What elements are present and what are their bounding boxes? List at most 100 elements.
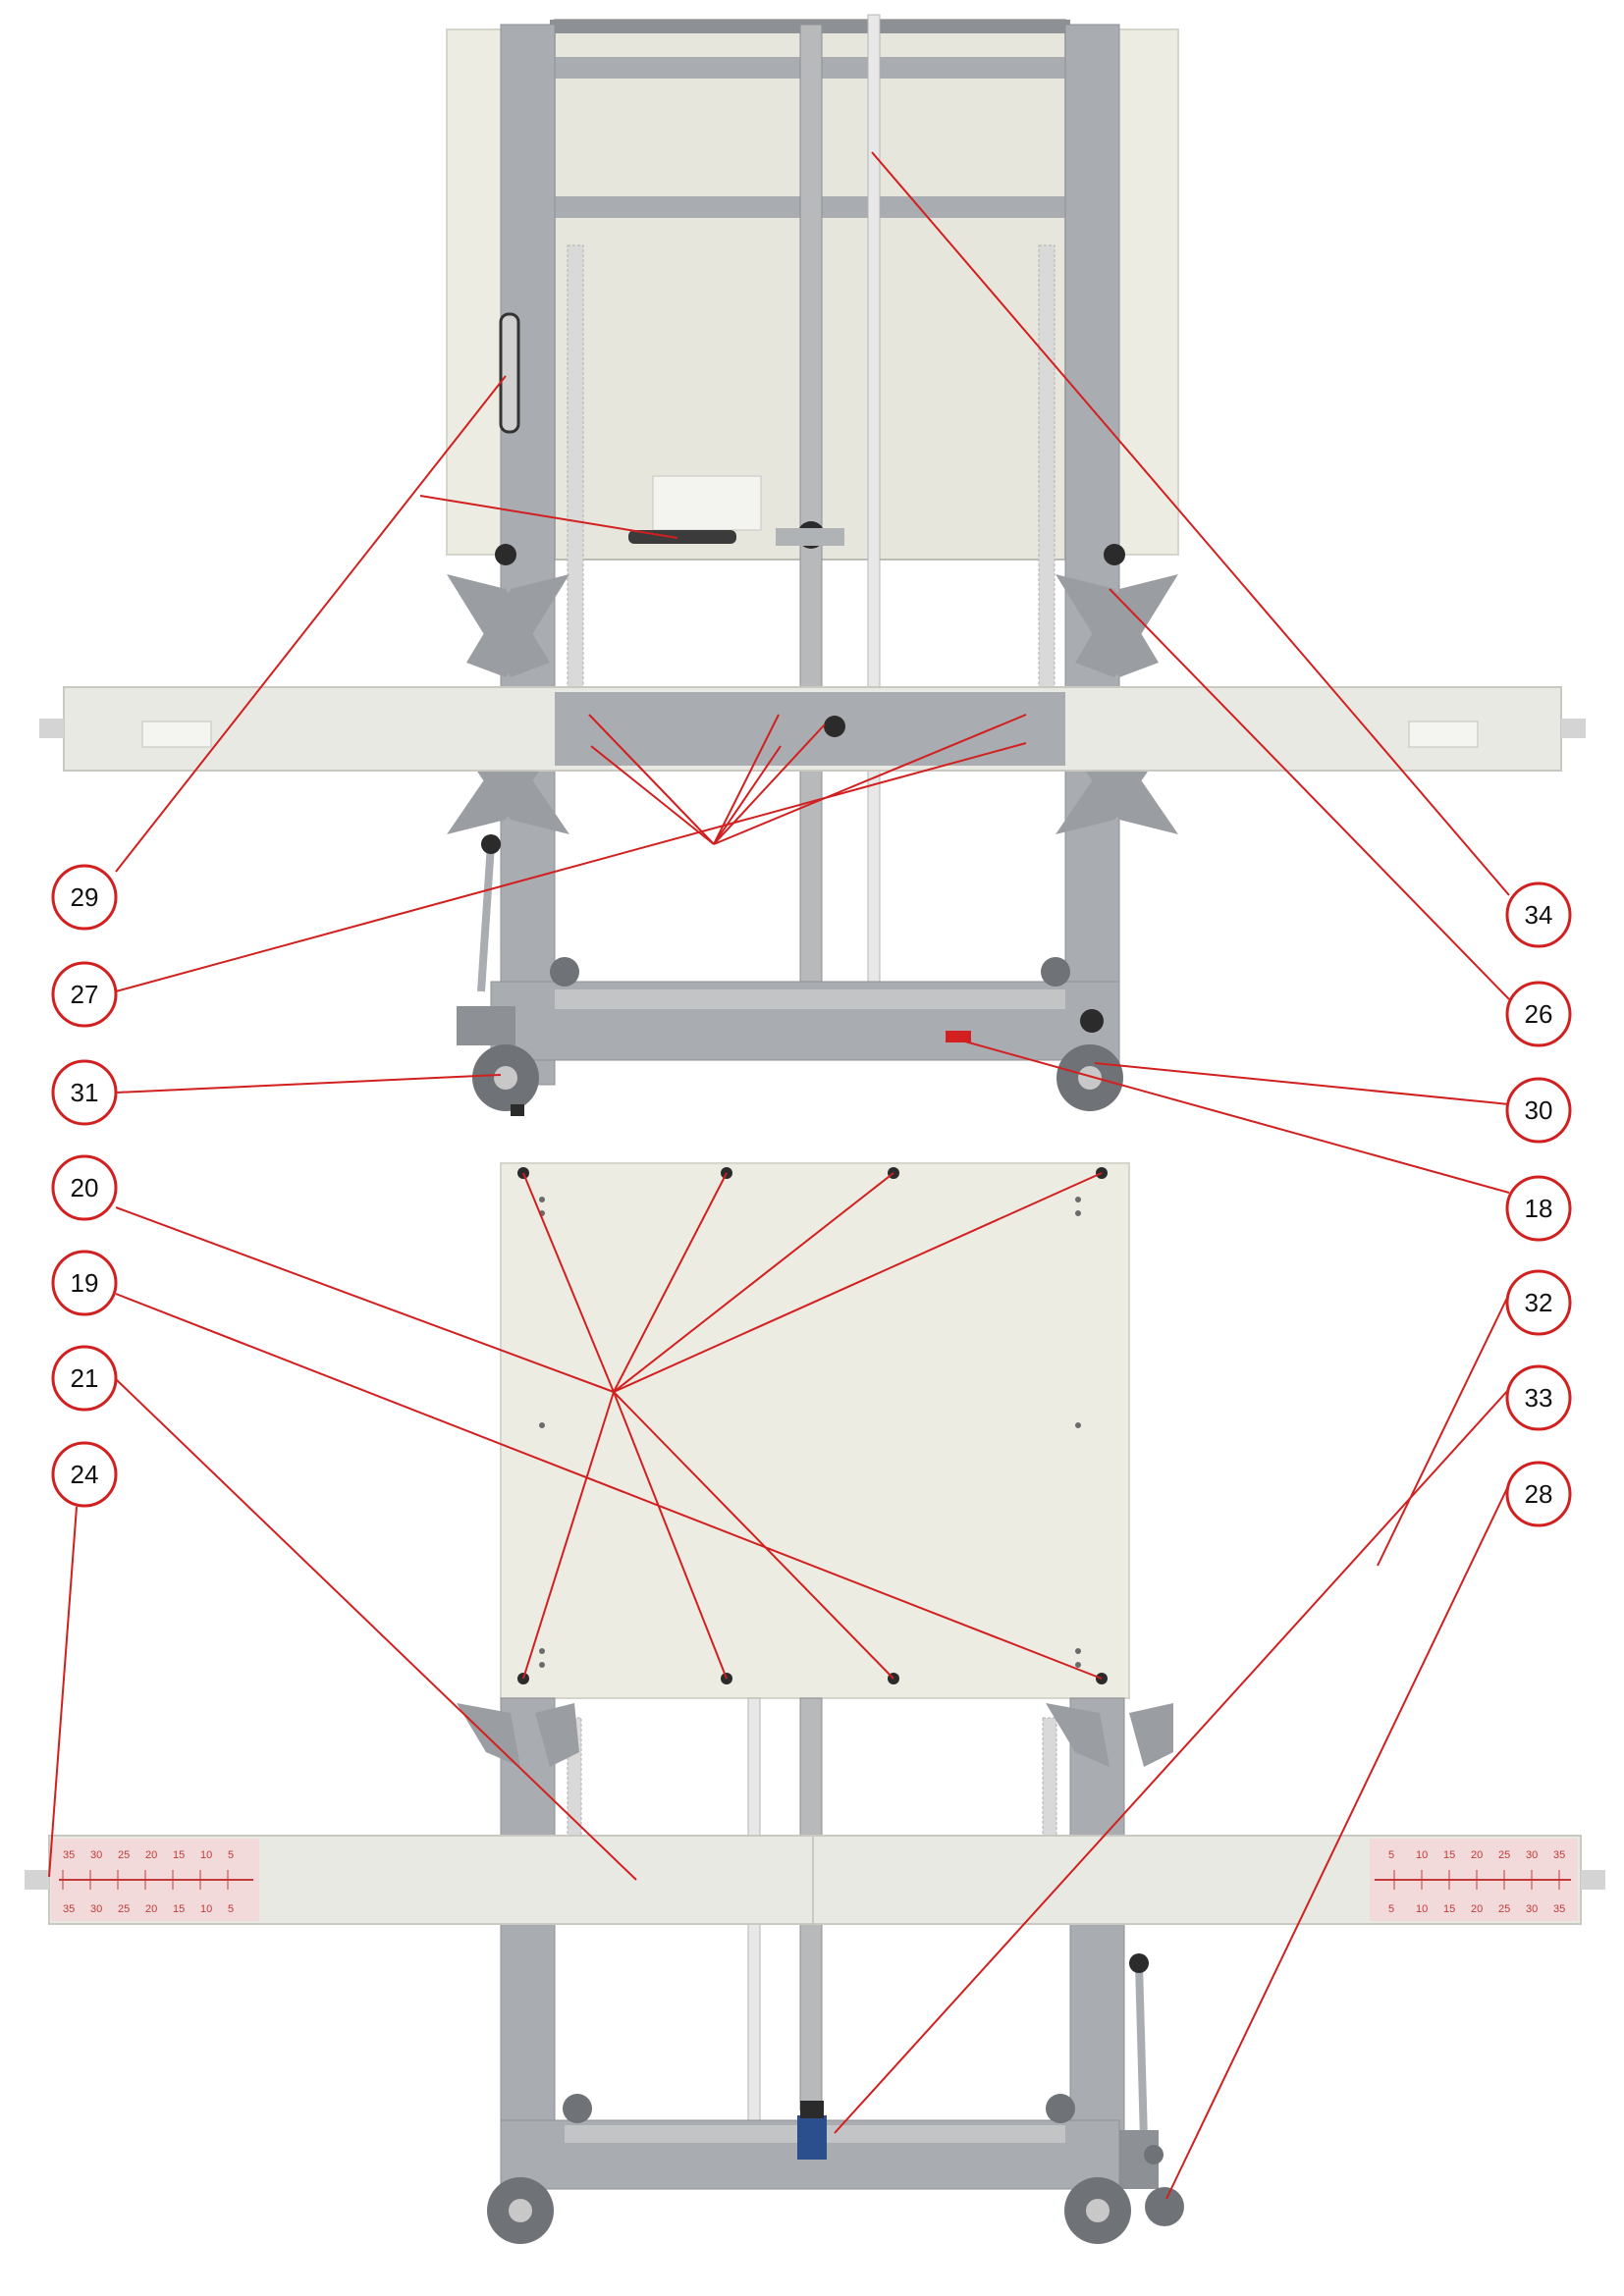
rear-gas-strut bbox=[499, 312, 520, 434]
front-lever-knob bbox=[1129, 1953, 1149, 1973]
rear-spring-left bbox=[567, 244, 584, 698]
scale-right-top-5: 30 bbox=[1526, 1849, 1538, 1861]
front-target-panel bbox=[500, 1162, 1130, 1699]
rear-lever-knob bbox=[481, 834, 501, 854]
rear-central-column bbox=[799, 24, 823, 997]
scale-right-bottom-3: 20 bbox=[1471, 1903, 1483, 1915]
callout-19-label: 19 bbox=[71, 1268, 99, 1298]
callout-30-label: 30 bbox=[1525, 1095, 1553, 1125]
rear-central-bracket bbox=[776, 528, 844, 546]
scale-right-bottom-6: 35 bbox=[1553, 1903, 1565, 1915]
callout-31: 31 bbox=[51, 1059, 118, 1126]
rear-base-inner bbox=[555, 989, 1065, 1009]
callout-27-label: 27 bbox=[71, 980, 99, 1009]
leader-lines bbox=[48, 151, 1510, 2200]
rear-foot bbox=[511, 1104, 524, 1116]
rear-bar-handle-right bbox=[1408, 721, 1479, 748]
rear-lever bbox=[477, 843, 495, 992]
scale-right-bottom-1: 10 bbox=[1416, 1903, 1428, 1915]
rear-wheel-foot bbox=[1080, 1009, 1104, 1033]
callout-29: 29 bbox=[51, 864, 118, 931]
callout-21: 21 bbox=[51, 1345, 118, 1412]
scale-right-top-6: 35 bbox=[1553, 1849, 1565, 1861]
rear-bar-handle-left bbox=[141, 721, 212, 748]
scale-right-top-4: 25 bbox=[1498, 1849, 1510, 1861]
scale-left-bottom-3: 20 bbox=[145, 1903, 157, 1915]
front-bar-end-right bbox=[1581, 1870, 1605, 1890]
callout-32: 32 bbox=[1505, 1269, 1572, 1336]
callout-32-label: 32 bbox=[1525, 1288, 1553, 1317]
scale-left-bottom-6: 5 bbox=[228, 1903, 234, 1915]
front-wheel-small-right bbox=[1046, 2094, 1075, 2123]
front-lever bbox=[1135, 1962, 1148, 2141]
callout-18-label: 18 bbox=[1525, 1194, 1553, 1223]
callout-20-label: 20 bbox=[71, 1173, 99, 1202]
callout-28: 28 bbox=[1505, 1461, 1572, 1527]
front-scale-right: 5 10 15 20 25 30 35 5 10 15 20 25 30 35 bbox=[1370, 1839, 1578, 1921]
callout-31-label: 31 bbox=[71, 1078, 99, 1107]
callout-34-label: 34 bbox=[1525, 900, 1553, 930]
scale-right-bottom-0: 5 bbox=[1388, 1903, 1394, 1915]
front-upright-left bbox=[500, 1697, 556, 2170]
callouts: 29 27 31 20 19 21 24 34 bbox=[51, 864, 1572, 1527]
front-jack-top bbox=[800, 2101, 824, 2118]
rear-bar-end-right bbox=[1561, 719, 1586, 738]
callout-30: 30 bbox=[1505, 1077, 1572, 1144]
scale-left-top-0: 35 bbox=[63, 1849, 75, 1861]
scale-right-bottom-4: 25 bbox=[1498, 1903, 1510, 1915]
callout-27: 27 bbox=[51, 961, 118, 1028]
front-scale-left: 35 30 25 20 15 10 5 35 30 25 20 15 10 5 bbox=[51, 1839, 259, 1921]
callout-21-label: 21 bbox=[71, 1363, 99, 1393]
front-horizontal-bar bbox=[48, 1835, 1582, 1925]
front-view-stand: 35 30 25 20 15 10 5 35 30 25 20 15 10 5 bbox=[25, 1162, 1605, 2244]
scale-left-bottom-5: 10 bbox=[200, 1903, 212, 1915]
rear-view-stand bbox=[39, 14, 1586, 1116]
scale-right-top-2: 15 bbox=[1443, 1849, 1455, 1861]
scale-left-bottom-2: 25 bbox=[118, 1903, 130, 1915]
scale-right-bottom-5: 30 bbox=[1526, 1903, 1538, 1915]
callout-33: 33 bbox=[1505, 1364, 1572, 1431]
rear-label-plate bbox=[652, 475, 762, 531]
callout-19: 19 bbox=[51, 1250, 118, 1316]
callout-20: 20 bbox=[51, 1154, 118, 1221]
scale-left-bottom-0: 35 bbox=[63, 1903, 75, 1915]
scale-right-top-1: 10 bbox=[1416, 1849, 1428, 1861]
scale-left-bottom-1: 30 bbox=[90, 1903, 102, 1915]
front-wheel-small-left bbox=[563, 2094, 592, 2123]
callout-33-label: 33 bbox=[1525, 1383, 1553, 1413]
rear-wheel-small-left bbox=[550, 957, 579, 987]
rear-wheel-small-right bbox=[1041, 957, 1070, 987]
callout-24: 24 bbox=[51, 1441, 118, 1508]
callout-18: 18 bbox=[1505, 1175, 1572, 1242]
callout-28-label: 28 bbox=[1525, 1479, 1553, 1509]
scale-left-top-5: 10 bbox=[200, 1849, 212, 1861]
front-wheel-caster-small bbox=[1144, 2145, 1164, 2164]
scale-left-top-2: 25 bbox=[118, 1849, 130, 1861]
front-spring-right bbox=[1042, 1717, 1057, 1837]
front-wheel-caster bbox=[1145, 2187, 1184, 2226]
front-jack bbox=[797, 2115, 827, 2160]
callout-26: 26 bbox=[1505, 981, 1572, 1047]
rear-bar-center-section bbox=[555, 692, 1065, 766]
rear-upright-left bbox=[500, 24, 556, 1086]
scale-left-top-3: 20 bbox=[145, 1849, 157, 1861]
callout-34: 34 bbox=[1505, 881, 1572, 948]
scale-left-top-1: 30 bbox=[90, 1849, 102, 1861]
scale-left-top-6: 5 bbox=[228, 1849, 234, 1861]
rear-bar-knob bbox=[824, 716, 845, 737]
rear-spring-right bbox=[1038, 244, 1056, 698]
scale-right-top-3: 20 bbox=[1471, 1849, 1483, 1861]
rear-bar-end-left bbox=[39, 719, 64, 738]
rear-pedal bbox=[457, 1006, 515, 1045]
callout-26-label: 26 bbox=[1525, 999, 1553, 1029]
front-panel-holes bbox=[539, 1197, 1081, 1668]
front-upright-right bbox=[1069, 1697, 1125, 2170]
scale-left-top-4: 15 bbox=[173, 1849, 185, 1861]
scale-right-bottom-2: 15 bbox=[1443, 1903, 1455, 1915]
scale-left-bottom-4: 15 bbox=[173, 1903, 185, 1915]
callout-24-label: 24 bbox=[71, 1460, 99, 1489]
rear-red-switch bbox=[946, 1031, 971, 1042]
front-bar-end-left bbox=[25, 1870, 49, 1890]
scale-right-top-0: 5 bbox=[1388, 1849, 1394, 1861]
